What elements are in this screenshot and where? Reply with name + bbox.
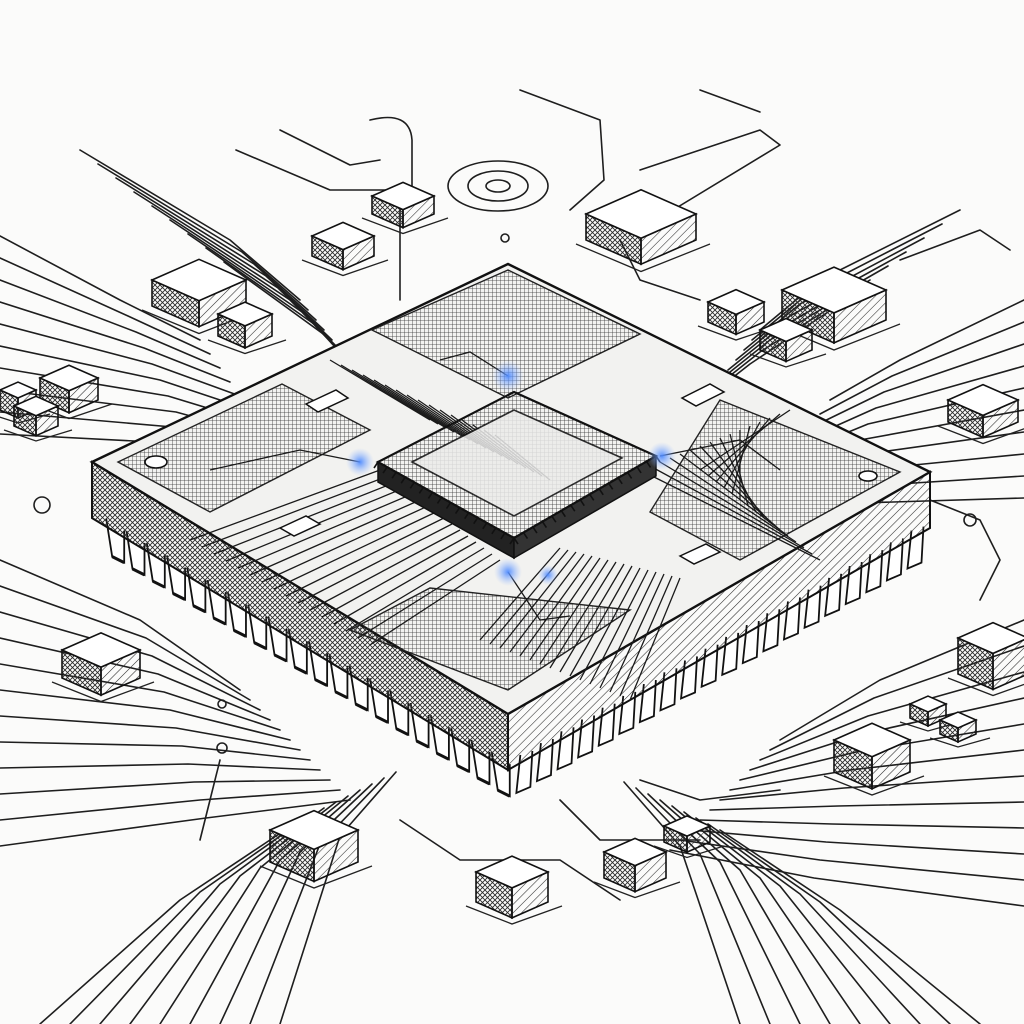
smd-part (465, 855, 563, 925)
smd-part (593, 837, 681, 899)
smd-part (653, 815, 725, 859)
smd-part (301, 221, 389, 277)
smd-part (947, 621, 1024, 697)
smd-part (207, 301, 287, 355)
smd-part (3, 395, 73, 442)
smd-part (575, 188, 711, 273)
silicon-die (373, 390, 661, 560)
via-ring (33, 160, 977, 754)
smd-components (0, 181, 1024, 925)
smd-part (771, 266, 901, 351)
smd-part (259, 809, 373, 889)
smd-part (361, 181, 449, 235)
main-chip-package (89, 262, 933, 798)
smd-part (29, 364, 113, 420)
signal-glows (346, 360, 676, 586)
smd-part (937, 383, 1024, 445)
smd-part (51, 631, 155, 703)
smd-part (697, 288, 779, 341)
smd-part (749, 317, 827, 368)
smd-part (141, 258, 261, 335)
smd-part (929, 711, 991, 748)
smd-part (823, 722, 925, 796)
